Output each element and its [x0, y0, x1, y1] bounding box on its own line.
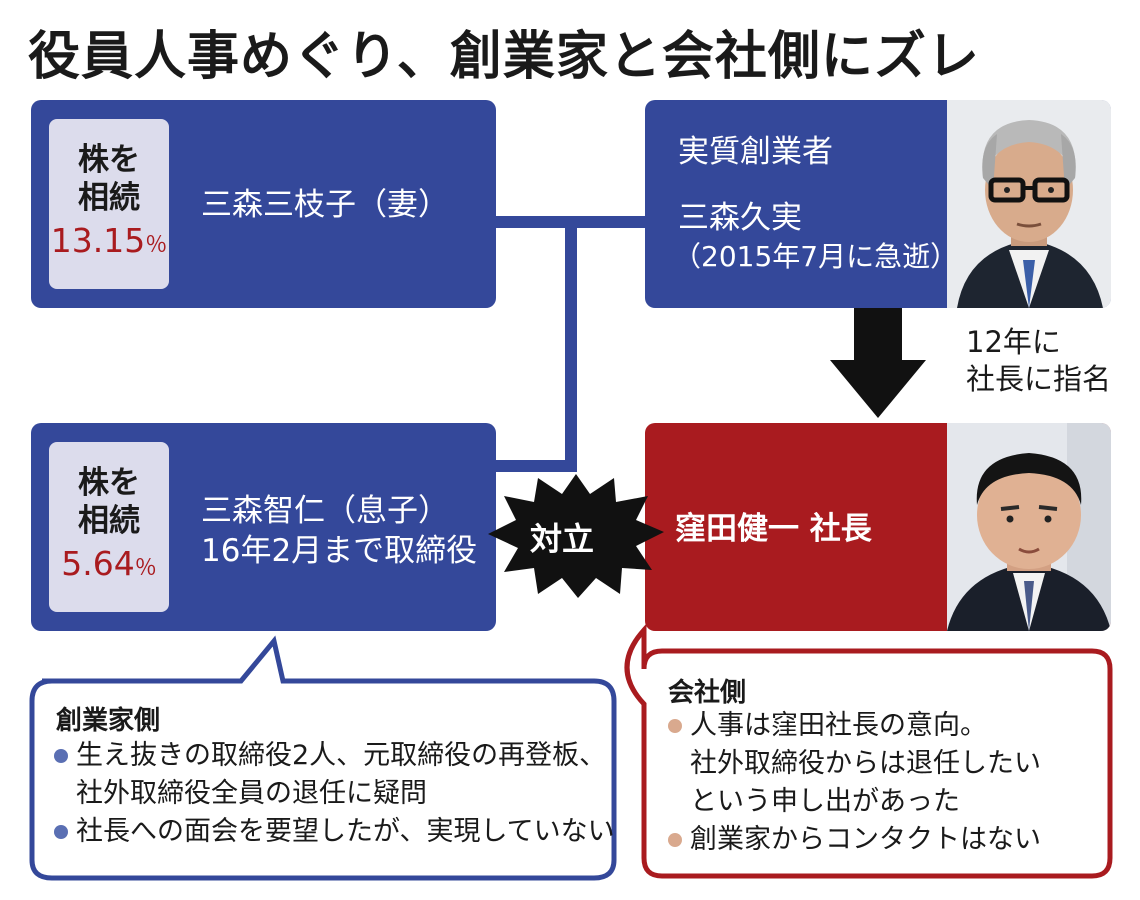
- company-side-list: 人事は窪田社長の意向。 社外取締役からは退任したい という申し出があった 創業家…: [666, 707, 1041, 859]
- president-box: 窪田健一 社長: [645, 423, 1111, 631]
- list-item: 社長への面会を要望したが、実現していない: [52, 813, 615, 851]
- founder-side-item-text: 生え抜きの取締役2人、元取締役の再登板、: [76, 740, 607, 771]
- founder-name: 三森久実: [678, 200, 802, 236]
- wife-name: 三森三枝子（妻）: [201, 187, 449, 223]
- son-box: 株を 相続 5.64％ 三森智仁（息子） 16年2月まで取締役: [31, 423, 496, 631]
- son-name: 三森智仁（息子）: [201, 493, 449, 529]
- son-share-unit: ％: [134, 556, 157, 581]
- company-side-item-text: 社外取締役からは退任したい: [690, 748, 1041, 779]
- list-item: 社外取締役全員の退任に疑問: [52, 775, 615, 813]
- wife-share-value: 13.15％: [49, 221, 169, 260]
- conflict-burst-icon: [488, 474, 664, 598]
- company-side-item-text: 創業家からコンタクトはない: [690, 824, 1041, 855]
- appointment-caption: 12年に 社長に指名: [966, 324, 1111, 398]
- list-item: 社外取締役からは退任したい: [666, 745, 1041, 783]
- list-item: という申し出があった: [666, 783, 1041, 821]
- founder-side-item-text: 社外取締役全員の退任に疑問: [76, 778, 427, 809]
- founder-side-title: 創業家側: [56, 706, 161, 736]
- bullet-dot-icon: [54, 749, 68, 763]
- wife-share-unit: ％: [145, 233, 168, 258]
- president-photo: [947, 423, 1111, 631]
- son-share-box: 株を 相続 5.64％: [49, 442, 169, 612]
- appointment-line1: 12年に: [966, 325, 1061, 359]
- bullet-dot-icon: [54, 825, 68, 839]
- founder-note: （2015年7月に急逝）: [673, 240, 959, 273]
- founder-side-item-text: 社長への面会を要望したが、実現していない: [76, 816, 615, 847]
- wife-share-label: 株を 相続: [49, 119, 169, 217]
- founder-photo: [947, 100, 1111, 308]
- founder-box: 実質創業者 三森久実 （2015年7月に急逝）: [645, 100, 1111, 308]
- son-share-number: 5.64: [61, 544, 135, 583]
- wife-share-label-line2: 相続: [78, 180, 140, 216]
- company-side-item-text: 人事は窪田社長の意向。: [690, 710, 987, 741]
- wife-share-box: 株を 相続 13.15％: [49, 119, 169, 289]
- wife-share-label-line1: 株を: [78, 142, 140, 178]
- wife-box: 株を 相続 13.15％ 三森三枝子（妻）: [31, 100, 496, 308]
- conflict-label: 対立: [530, 520, 595, 558]
- son-share-label-line2: 相続: [78, 503, 140, 539]
- founder-side-list: 生え抜きの取締役2人、元取締役の再登板、 社外取締役全員の退任に疑問 社長への面…: [52, 737, 615, 851]
- son-share-label: 株を 相続: [49, 442, 169, 540]
- bullet-dot-icon: [668, 833, 682, 847]
- founder-role: 実質創業者: [678, 134, 833, 170]
- down-arrow-icon: [830, 308, 926, 418]
- son-share-value: 5.64％: [49, 544, 169, 583]
- company-side-title: 会社側: [668, 678, 747, 708]
- president-name: 窪田健一 社長: [675, 511, 872, 547]
- bullet-dot-icon: [668, 719, 682, 733]
- son-note: 16年2月まで取締役: [201, 533, 478, 569]
- list-item: 人事は窪田社長の意向。: [666, 707, 1041, 745]
- wife-share-number: 13.15: [50, 221, 146, 260]
- appointment-line2: 社長に指名: [966, 362, 1112, 396]
- list-item: 創業家からコンタクトはない: [666, 821, 1041, 859]
- company-side-item-text: という申し出があった: [690, 786, 960, 817]
- page-title: 役員人事めぐり、創業家と会社側にズレ: [28, 26, 980, 87]
- list-item: 生え抜きの取締役2人、元取締役の再登板、: [52, 737, 615, 775]
- son-share-label-line1: 株を: [78, 465, 140, 501]
